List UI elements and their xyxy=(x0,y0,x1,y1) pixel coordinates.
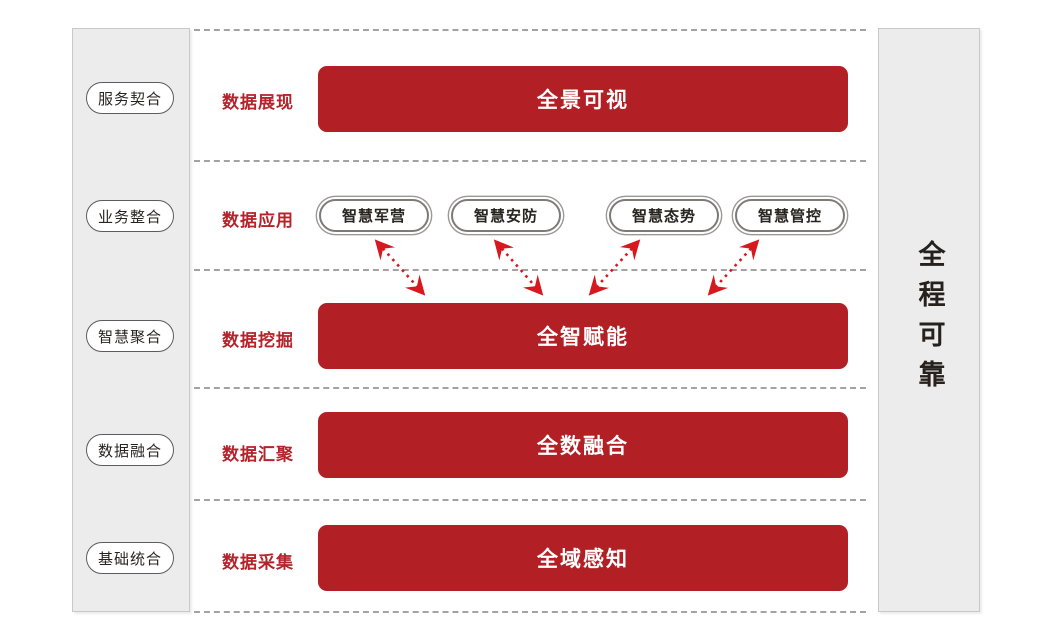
dashed-arrow-1 xyxy=(374,239,426,296)
smart-empowerment-bar: 全智赋能 xyxy=(318,303,848,369)
app-pill-smart-situation: 智慧态势 xyxy=(609,199,719,232)
dashed-separator xyxy=(194,29,866,31)
full-domain-sensing-bar: 全域感知 xyxy=(318,525,848,591)
side-pill-service-fit: 服务契合 xyxy=(86,82,174,114)
dashed-arrow-3 xyxy=(588,239,641,296)
app-pill-smart-camp: 智慧军营 xyxy=(319,199,429,232)
row-label-data-collection: 数据采集 xyxy=(222,553,294,572)
arrow-layer xyxy=(374,239,760,296)
arrow-group xyxy=(374,239,760,296)
dashed-arrow-4 xyxy=(707,239,760,296)
side-pill-label: 智慧聚合 xyxy=(97,328,162,346)
left-sidebar: 服务契合 业务整合 智慧聚合 数据融合 基础统合 xyxy=(72,28,190,612)
row-label-data-display: 数据展现 xyxy=(222,93,294,112)
row-label-data-mining: 数据挖掘 xyxy=(222,331,294,350)
app-pill-smart-control: 智慧管控 xyxy=(735,199,845,232)
dashed-separator xyxy=(194,160,866,162)
dashed-arrow-2 xyxy=(493,239,544,296)
side-pill-wisdom-aggregation: 智慧聚合 xyxy=(86,320,174,352)
app-pill-smart-security: 智慧安防 xyxy=(451,199,561,232)
app-pill-label: 智慧态势 xyxy=(631,208,696,225)
side-pill-label: 服务契合 xyxy=(97,90,162,108)
dashed-separator xyxy=(194,499,866,501)
side-pill-foundation-unification: 基础统合 xyxy=(86,542,174,574)
side-pill-business-integration: 业务整合 xyxy=(86,200,174,232)
side-pill-data-fusion: 数据融合 xyxy=(86,434,174,466)
row-label-data-application: 数据应用 xyxy=(222,211,294,230)
full-data-fusion-bar: 全数融合 xyxy=(318,412,848,478)
app-pill-label: 智慧军营 xyxy=(341,208,406,225)
side-pill-label: 基础统合 xyxy=(97,550,162,568)
panoramic-visual-bar: 全景可视 xyxy=(318,66,848,132)
row-label-data-aggregation: 数据汇聚 xyxy=(222,445,294,464)
dashed-separator xyxy=(194,611,866,613)
app-pill-label: 智慧安防 xyxy=(473,208,538,225)
right-sidebar: 全程可靠 xyxy=(878,28,980,612)
side-pill-label: 业务整合 xyxy=(97,208,162,226)
side-pill-label: 数据融合 xyxy=(97,442,162,460)
full-process-reliability-banner: 全程可靠 xyxy=(914,240,945,400)
app-pill-label: 智慧管控 xyxy=(757,208,822,225)
dashed-separator xyxy=(194,387,866,389)
